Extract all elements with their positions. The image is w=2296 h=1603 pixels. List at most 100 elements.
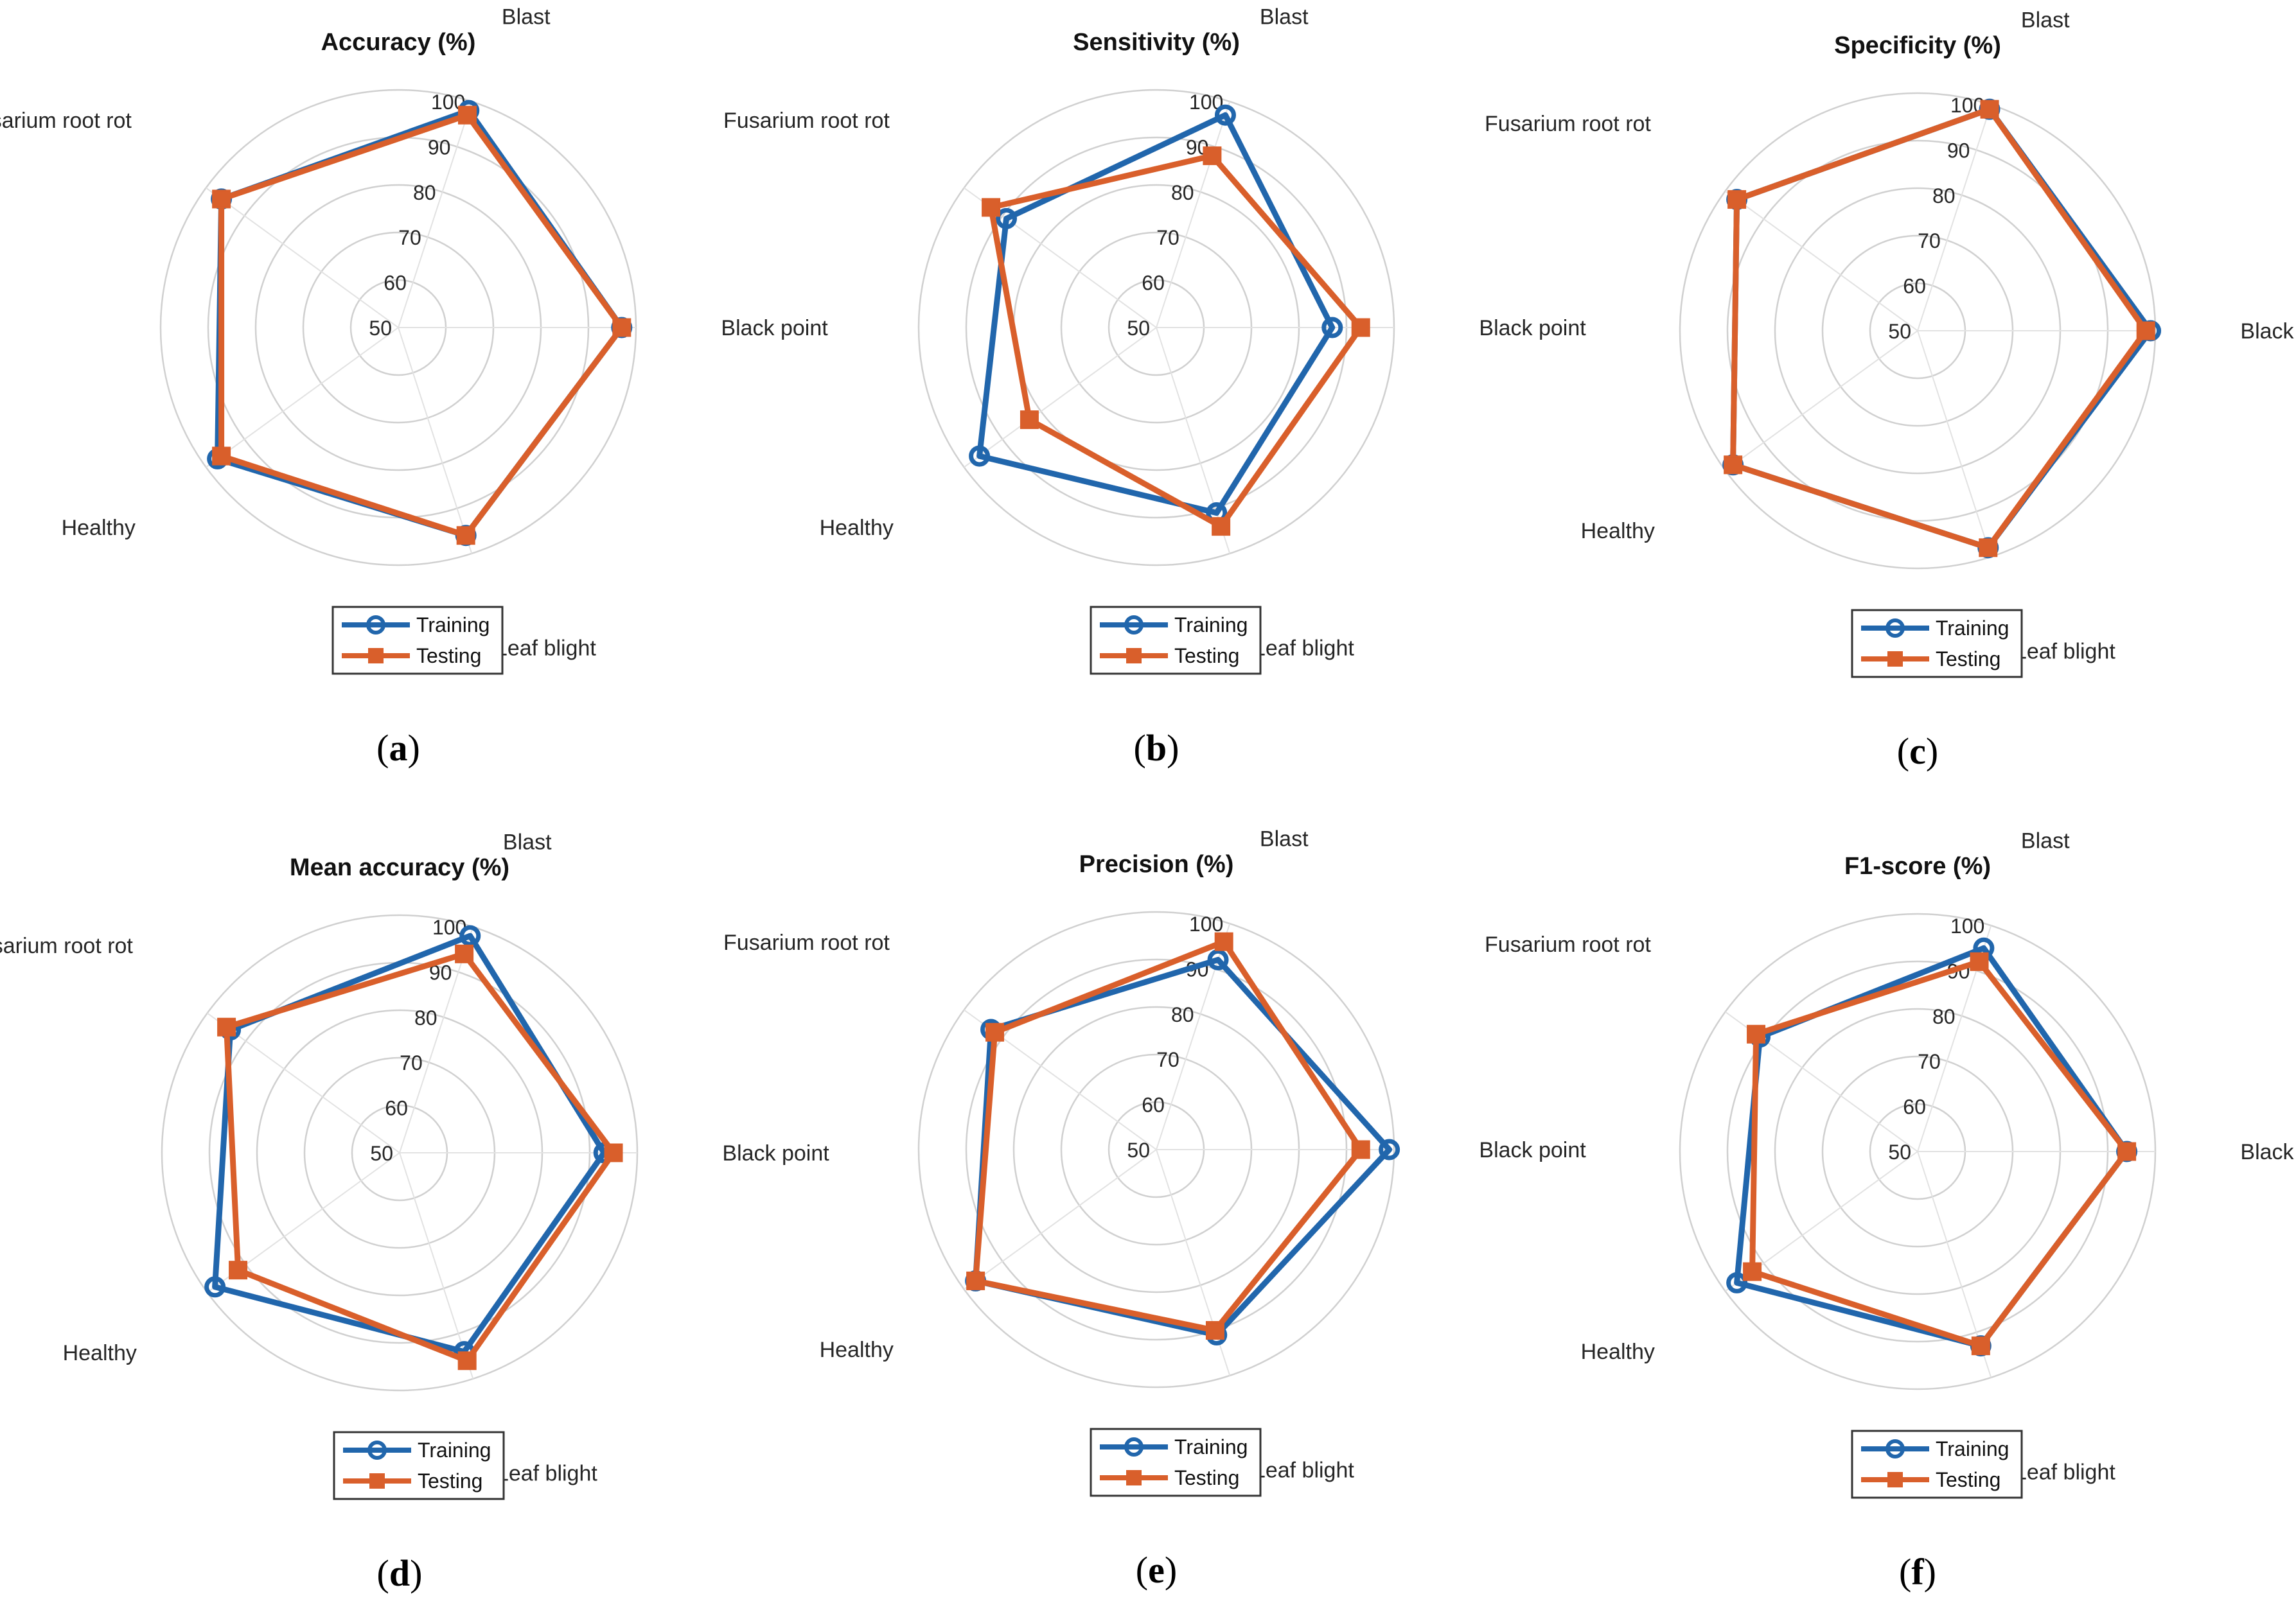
series-line-testing	[988, 153, 1364, 530]
category-label: Leaf blight	[1253, 636, 1354, 660]
legend-box	[1090, 1428, 1262, 1497]
tick-label: 80	[1932, 184, 1956, 207]
data-point-training	[969, 445, 991, 467]
category-label: Healthy	[1581, 519, 1655, 543]
tick-label: 80	[1171, 181, 1194, 204]
tick-label: 50	[1888, 1141, 1911, 1164]
tick-label: 70	[1156, 1048, 1179, 1071]
data-point-testing	[2136, 321, 2155, 340]
panel-caption: (d)	[377, 1552, 423, 1594]
tick-label: 80	[413, 181, 436, 204]
tick-label: 80	[1171, 1003, 1194, 1026]
data-point-training	[1379, 1139, 1400, 1161]
legend-label: Training	[416, 613, 490, 636]
data-point-training	[459, 925, 481, 947]
series-line-testing	[1730, 106, 2149, 551]
chart-title: Specificity (%)	[1834, 32, 2001, 59]
legend-label: Training	[418, 1439, 491, 1462]
spoke-line	[1917, 330, 1992, 557]
data-point-testing	[1351, 1140, 1370, 1159]
legend-label: Training	[1936, 617, 2009, 640]
data-point-testing	[2117, 1142, 2137, 1161]
data-point-testing	[1212, 517, 1231, 536]
data-point-testing	[1747, 1024, 1766, 1044]
legend-marker-square	[368, 648, 384, 663]
legend-marker-square	[1887, 1472, 1903, 1487]
spoke-line	[964, 327, 1157, 468]
legend-marker-square	[369, 1473, 385, 1489]
series-line-training	[212, 933, 607, 1355]
category-label: Blast	[2021, 8, 2070, 33]
chart-title: Accuracy (%)	[321, 29, 476, 56]
data-point-testing	[985, 1022, 1005, 1042]
spoke-line	[1917, 104, 1992, 331]
category-label: Blast	[1260, 827, 1309, 852]
legend-label: Training	[1174, 613, 1248, 636]
tick-label: 50	[1127, 1139, 1150, 1162]
series-line-testing	[973, 938, 1364, 1333]
tick-label: 90	[428, 136, 451, 159]
category-label: Blast	[2021, 829, 2070, 854]
data-point-testing	[455, 944, 474, 963]
series-line-training	[976, 112, 1336, 516]
series-line-testing	[218, 112, 625, 539]
category-label: Black point	[721, 316, 828, 340]
category-label: Black point	[722, 1141, 829, 1166]
category-label: Black point	[2240, 1140, 2296, 1164]
category-label: Fusarium root rot	[1485, 933, 1651, 957]
data-point-testing	[1351, 318, 1370, 337]
chart-title: Sensitivity (%)	[1073, 29, 1240, 56]
data-point-testing	[212, 189, 231, 209]
panel-caption: (b)	[1134, 727, 1179, 769]
data-point-training	[996, 207, 1018, 229]
tick-label: 60	[1903, 1096, 1926, 1119]
data-point-testing	[229, 1261, 248, 1280]
series-line-testing	[224, 950, 617, 1364]
legend-marker-circle	[1124, 615, 1144, 635]
data-point-training	[1214, 104, 1236, 126]
tick-label: 60	[1142, 1094, 1165, 1117]
spoke-line	[1156, 101, 1231, 328]
data-point-testing	[1970, 952, 1989, 971]
tick-label: 50	[369, 317, 392, 340]
data-point-testing	[1980, 100, 1999, 119]
category-label: Leaf blight	[2015, 1460, 2115, 1484]
category-label: Fusarium root rot	[0, 934, 133, 958]
spoke-line	[398, 327, 473, 554]
legend-marker-circle	[1885, 1439, 1905, 1458]
data-point-testing	[604, 1143, 623, 1162]
category-label: Fusarium root rot	[723, 109, 890, 133]
category-label: Leaf blight	[1253, 1458, 1354, 1482]
legend-label: Testing	[1174, 644, 1239, 667]
legend-label: Testing	[416, 644, 481, 667]
legend-marker-square	[1126, 1470, 1142, 1485]
chart-title: Precision (%)	[1079, 851, 1234, 878]
tick-label: 50	[1127, 317, 1150, 340]
spoke-line	[206, 187, 399, 328]
spoke-line	[399, 1152, 474, 1380]
tick-label: 100	[1950, 915, 1984, 938]
panel-caption: (f)	[1899, 1551, 1936, 1593]
data-point-training	[204, 1276, 226, 1298]
data-point-testing	[1979, 538, 1998, 557]
data-point-testing	[1971, 1336, 1990, 1356]
data-point-testing	[966, 1271, 985, 1290]
category-label: Healthy	[1581, 1340, 1655, 1364]
data-point-testing	[457, 1351, 477, 1371]
spoke-line	[1725, 330, 1918, 471]
legend-box	[331, 606, 504, 675]
data-point-testing	[1205, 1321, 1224, 1340]
legend-label: Testing	[1936, 647, 2000, 670]
data-point-testing	[1203, 146, 1222, 166]
series-line-testing	[1749, 958, 2130, 1349]
tick-label: 50	[370, 1142, 393, 1165]
tick-label: 60	[385, 1097, 408, 1120]
